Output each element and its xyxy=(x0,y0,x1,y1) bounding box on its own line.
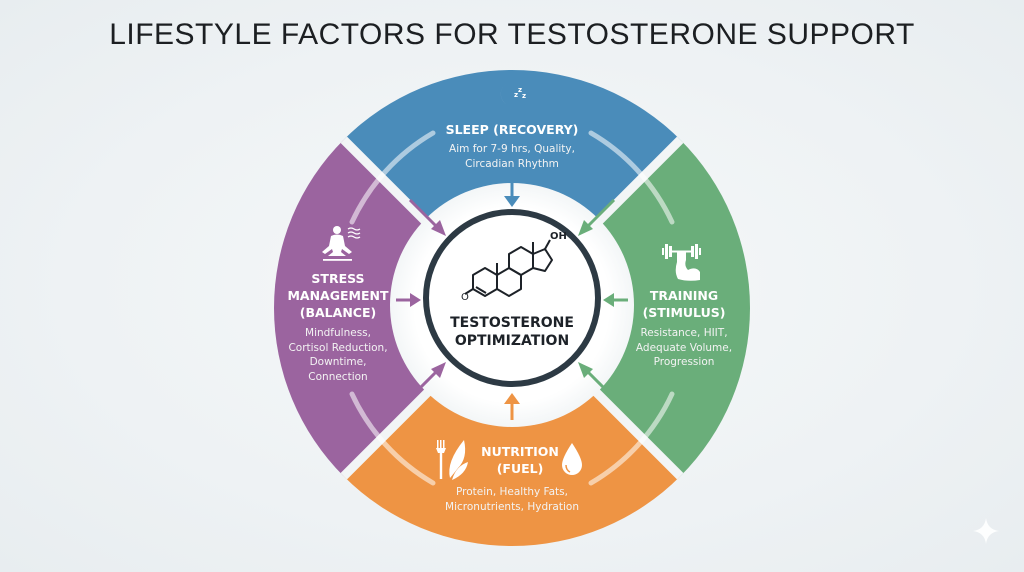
nutrition-desc-line2: Micronutrients, Hydration xyxy=(445,500,579,513)
center-label-line2: OPTIMIZATION xyxy=(454,333,570,349)
center-ring xyxy=(423,209,601,387)
center-label-line1: TESTOSTERONE xyxy=(450,315,574,331)
training-desc-line2: Adequate Volume, xyxy=(635,341,733,354)
arrow-from-nutrition xyxy=(504,393,520,420)
training-label-group: TRAINING (STIMULUS) Resistance, HIIT, Ad… xyxy=(622,287,746,370)
diagonal-arrow-top-left xyxy=(408,198,446,236)
arrow-from-sleep xyxy=(504,182,520,207)
training-desc-line1: Resistance, HIIT, xyxy=(640,327,728,339)
dumbbell-arm-icon xyxy=(662,244,701,281)
stress-title-line2: MANAGEMENT xyxy=(287,288,389,303)
glow-arcs xyxy=(349,130,675,486)
testosterone-molecule-icon xyxy=(464,239,553,297)
nutrition-title-line1: NUTRITION xyxy=(481,444,559,459)
sleep-title: SLEEP (RECOVERY) xyxy=(445,122,579,137)
stress-desc-line1: Mindfulness, xyxy=(305,327,371,339)
sleep-desc-line2: Circadian Rhythm xyxy=(465,157,559,170)
training-title-line2: (STIMULUS) xyxy=(642,305,726,320)
fork-icon xyxy=(436,440,446,479)
stress-desc-line3: Downtime, xyxy=(309,356,367,368)
diagonal-arrow-top-right xyxy=(578,198,616,236)
arrow-from-stress xyxy=(396,293,421,307)
nutrition-desc-line1: Protein, Healthy Fats, xyxy=(456,486,568,498)
moon-zzz-icon: z z z xyxy=(500,84,526,107)
diagonal-arrow-bottom-right xyxy=(578,362,616,400)
training-desc-line3: Progression xyxy=(653,356,715,368)
svg-text:z: z xyxy=(522,92,526,100)
arrow-from-training xyxy=(603,293,628,307)
diagonal-arrow-bottom-left xyxy=(408,362,446,400)
nutrition-title-group: NUTRITION (FUEL) xyxy=(470,443,570,477)
page-title: LIFESTYLE FACTORS FOR TESTOSTERONE SUPPO… xyxy=(109,18,915,51)
sparkle-icon xyxy=(973,518,999,544)
svg-text:z: z xyxy=(514,91,518,99)
center-label: TESTOSTERONE OPTIMIZATION xyxy=(432,314,592,350)
nutrition-desc-group: Protein, Healthy Fats, Micronutrients, H… xyxy=(412,485,612,514)
stress-label-group: STRESS MANAGEMENT (BALANCE) Mindfulness,… xyxy=(276,270,400,384)
stress-desc-line4: Connection xyxy=(308,370,368,383)
stress-title-line1: STRESS xyxy=(311,271,365,286)
water-drop-icon xyxy=(562,443,582,475)
stress-desc-line2: Cortisol Reduction, xyxy=(288,341,388,354)
oh-label: OH xyxy=(550,231,567,242)
nutrition-title-line2: (FUEL) xyxy=(496,461,544,476)
svg-text:z: z xyxy=(518,86,522,94)
leaf-icon xyxy=(449,440,468,480)
meditation-icon xyxy=(322,226,361,261)
sleep-label-group: SLEEP (RECOVERY) Aim for 7-9 hrs, Qualit… xyxy=(412,121,612,171)
sleep-desc-line1: Aim for 7-9 hrs, Quality, xyxy=(449,143,575,155)
stress-title-line3: (BALANCE) xyxy=(299,305,377,320)
training-title-line1: TRAINING xyxy=(649,288,719,303)
ketone-label: O xyxy=(461,292,469,303)
